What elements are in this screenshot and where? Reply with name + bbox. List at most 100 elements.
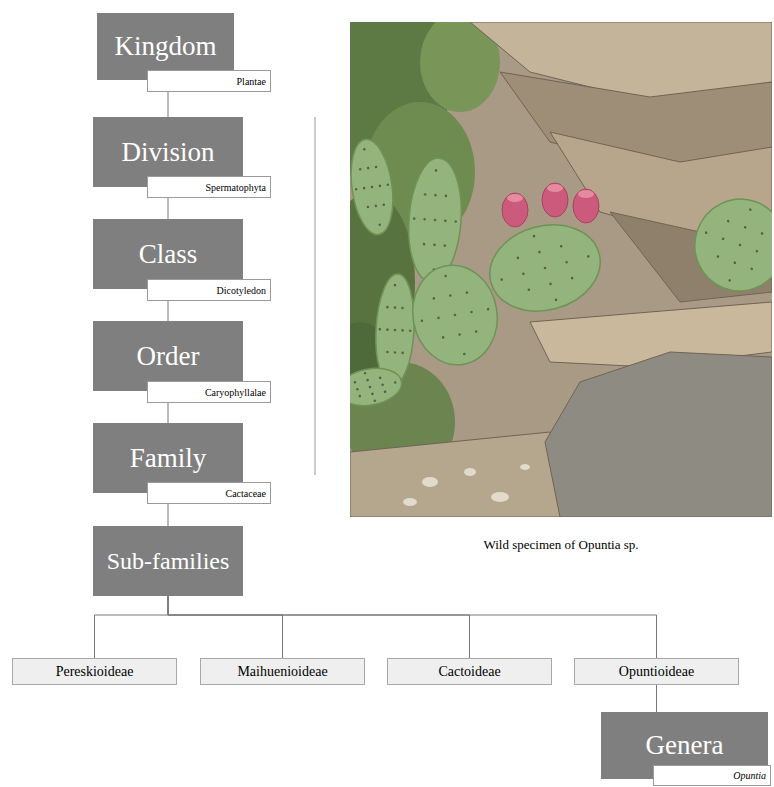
areole xyxy=(738,243,741,246)
node-text: Order xyxy=(137,341,200,372)
areole xyxy=(470,311,473,314)
cactus-photo xyxy=(350,22,772,517)
areole xyxy=(500,278,503,281)
areole xyxy=(394,306,397,309)
pad-shape xyxy=(350,364,405,411)
areole xyxy=(465,291,468,294)
pebble xyxy=(520,464,530,470)
connector-line xyxy=(95,596,169,658)
connector-line xyxy=(168,92,169,117)
areole xyxy=(434,194,437,197)
areole xyxy=(386,183,389,186)
areole xyxy=(367,167,370,170)
taxon-tag: Cactaceae xyxy=(147,482,271,504)
areole xyxy=(487,308,490,311)
rock xyxy=(545,352,772,517)
areole xyxy=(364,372,367,375)
fruit-body xyxy=(573,189,599,223)
areole xyxy=(373,399,376,402)
areole xyxy=(382,203,385,206)
areole xyxy=(353,381,356,384)
areole xyxy=(420,319,423,322)
areole xyxy=(355,188,358,191)
photo-caption: Wild specimen of Opuntia sp. xyxy=(350,537,772,553)
taxon-tag: Plantae xyxy=(147,70,271,92)
connector-line xyxy=(168,504,169,526)
cactus-fruit xyxy=(542,183,568,217)
areole xyxy=(728,279,731,282)
areole xyxy=(366,379,369,382)
areole xyxy=(435,169,438,172)
areole xyxy=(363,148,366,151)
fruit-body xyxy=(542,183,568,217)
areole xyxy=(386,351,389,354)
areole xyxy=(413,217,416,220)
areole xyxy=(743,226,746,229)
node-text: Kingdom xyxy=(114,31,216,62)
fruit-body xyxy=(502,193,528,227)
cactus-pad xyxy=(480,213,610,323)
areole xyxy=(454,220,457,223)
connector-line xyxy=(168,596,283,658)
connector-line xyxy=(168,198,169,219)
cactus-fruit xyxy=(573,189,599,223)
areole xyxy=(554,298,557,301)
subfamily-box: Cactoideae xyxy=(387,658,552,685)
areole xyxy=(433,243,436,246)
node-text: Pereskioideae xyxy=(56,664,134,680)
areole xyxy=(565,261,568,264)
areole xyxy=(755,249,758,252)
divider-line xyxy=(315,117,316,475)
areole xyxy=(371,392,374,395)
areole xyxy=(445,195,448,198)
fruit-top xyxy=(507,194,523,202)
areole xyxy=(434,219,437,222)
areole xyxy=(560,245,563,248)
areole xyxy=(760,232,763,235)
subfamily-box: Opuntioideae xyxy=(574,658,739,685)
areole xyxy=(401,307,404,310)
areole xyxy=(423,218,426,221)
areole xyxy=(394,351,397,354)
pebble xyxy=(403,498,417,506)
areole xyxy=(749,208,752,211)
subfamily-box: Pereskioideae xyxy=(12,658,177,685)
node-text: Dicotyledon xyxy=(217,285,266,296)
areole xyxy=(386,328,389,331)
areole xyxy=(375,166,378,169)
areole xyxy=(394,284,397,287)
connector-line xyxy=(168,301,169,321)
areole xyxy=(463,352,466,355)
areole xyxy=(409,329,412,332)
areole xyxy=(522,272,525,275)
node-text: Family xyxy=(130,443,207,474)
areole xyxy=(378,223,381,226)
areole xyxy=(386,306,389,309)
areole xyxy=(359,168,362,171)
areole xyxy=(716,255,719,258)
areole xyxy=(401,351,404,354)
areole xyxy=(538,250,541,253)
node-text: Opuntioideae xyxy=(619,664,694,680)
node-text: Sub-families xyxy=(107,548,230,575)
areole xyxy=(424,193,427,196)
areole xyxy=(401,329,404,332)
cactus-fruit xyxy=(502,193,528,227)
areole xyxy=(727,219,730,222)
connector-line xyxy=(168,403,169,423)
taxon-tag: Spermatophyta xyxy=(147,176,271,198)
areole xyxy=(356,388,359,391)
cactus-pad xyxy=(350,364,405,411)
fruit-top xyxy=(547,184,563,192)
areole xyxy=(705,231,708,234)
areole xyxy=(449,294,452,297)
areole xyxy=(371,186,374,189)
node-text: Cactoideae xyxy=(438,664,500,680)
connector-line xyxy=(656,685,657,712)
areole xyxy=(532,235,535,238)
node-text: Division xyxy=(121,137,214,168)
areole xyxy=(358,395,361,398)
areole xyxy=(423,243,426,246)
pebble xyxy=(464,468,476,476)
areole xyxy=(444,219,447,222)
